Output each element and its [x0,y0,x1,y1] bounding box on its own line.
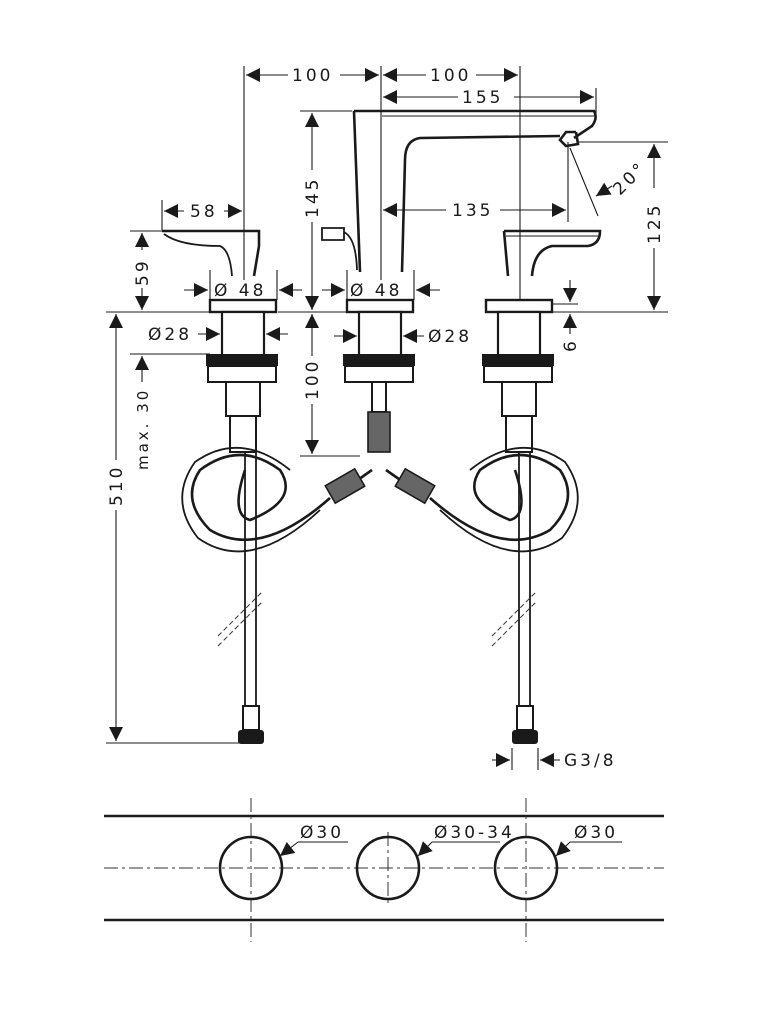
plan-view [104,798,664,942]
dim-handle-length: 58 [190,202,218,222]
dim-left-base-diameter: Ø 48 [214,281,266,301]
dim-valve-depth: 100 [303,359,323,400]
left-hole [218,835,284,901]
dim-hose-length: 510 [107,465,127,506]
plan-right-hole-label: Ø30 [574,823,618,843]
dim-spout-reach-total: 155 [462,88,503,108]
dim-spout-height: 145 [303,177,323,218]
dim-left-shank-diameter: Ø28 [148,325,192,345]
center-hole [355,835,421,901]
dim-connection-thread: G3/8 [564,751,617,771]
right-handle [502,229,602,277]
dimension-arrows [109,68,661,767]
hoses [181,446,579,744]
dim-handle-height: 59 [133,258,153,286]
dim-outlet-angle: 20° [609,158,651,200]
extension-lines [106,66,668,770]
dim-base-thickness: 6 [561,338,581,352]
right-hole [493,835,559,901]
dim-center-shank-diameter: Ø28 [428,327,472,347]
dim-center-to-right: 100 [430,66,471,86]
dim-deck-thickness: max. 30 [134,388,152,470]
left-handle [162,229,261,277]
valve-assemblies [206,298,554,453]
dim-outlet-height: 125 [645,203,665,244]
dim-spout-reach: 135 [452,201,493,221]
dim-left-to-center: 100 [292,66,333,86]
plan-center-hole-label: Ø30-34 [434,823,515,843]
dim-center-base-diameter: Ø 48 [350,281,402,301]
spout [321,109,597,273]
plan-left-hole-label: Ø30 [300,823,344,843]
